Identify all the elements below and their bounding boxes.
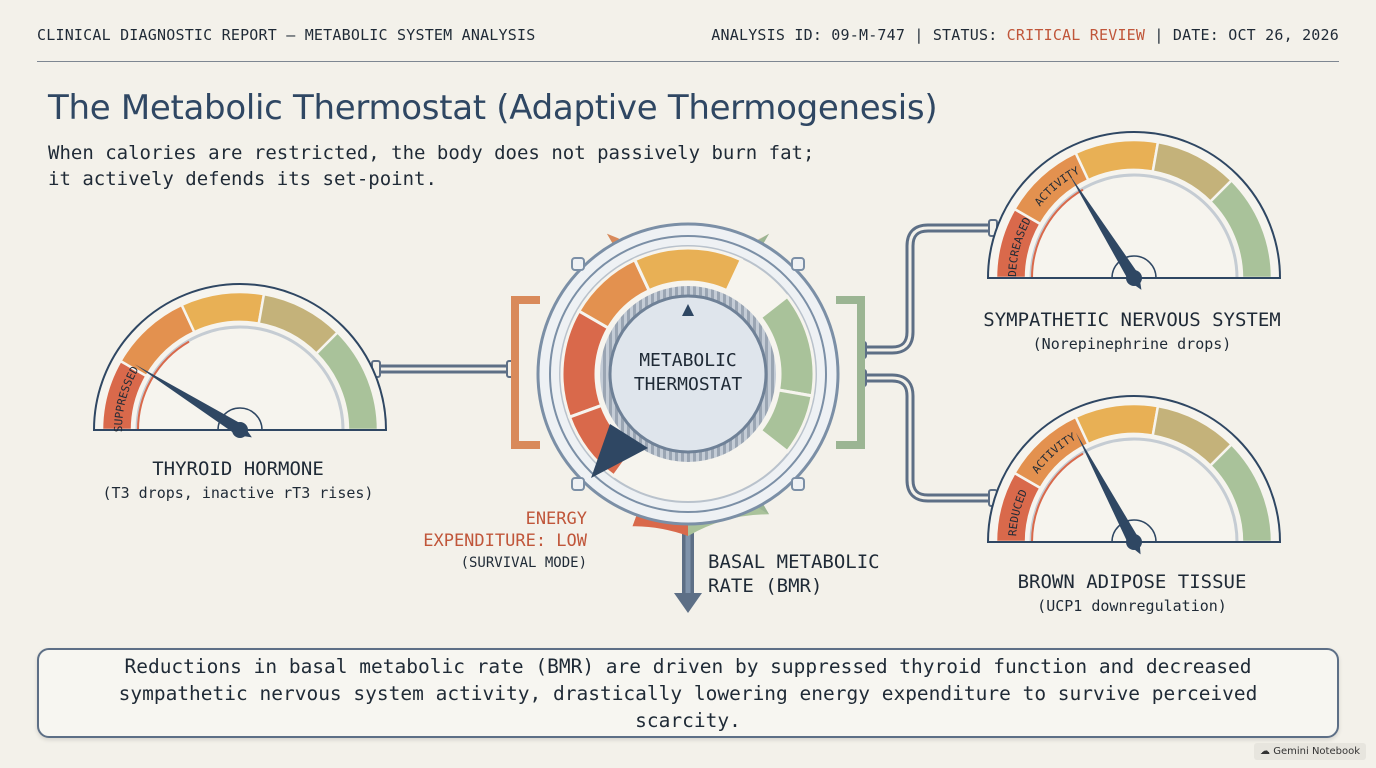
page-subtitle: When calories are restricted, the body d… [48,140,814,192]
brown-adipose-title: BROWN ADIPOSE TISSUE [1017,571,1247,593]
pipe-sympathetic [857,223,997,355]
dial-scale-segment-5 [758,388,814,454]
gauge-needle [1068,172,1142,290]
energy-line-1: ENERGY [525,509,587,529]
thyroid-subtitle: (T3 drops, inactive rT3 rises) [102,484,374,502]
status-badge: CRITICAL REVIEW [1006,26,1146,44]
summary-box: Reductions in basal metabolic rate (BMR)… [37,648,1339,738]
sympathetic-subtitle: (Norepinephrine drops) [1032,335,1232,353]
thyroid-label: THYROID HORMONE (T3 drops, inactive rT3 … [103,458,374,502]
energy-line-2: EXPENDITURE: LOW [423,531,587,551]
sympathetic-label: SYMPATHETIC NERVOUS SYSTEM (Norepinephri… [983,309,1280,353]
housing-ring [549,235,827,513]
gauge-inner-accent [137,340,190,431]
housing-clip-4 [791,477,805,491]
report-header-meta: ANALYSIS ID: 09-M-747 | STATUS: CRITICAL… [711,26,1339,44]
gauge-inner-accent [1031,452,1084,543]
bmr-label: BASAL METABOLIC RATE (BMR) [708,550,880,598]
watermark-text: Gemini Notebook [1273,746,1360,757]
brown-adipose-label: BROWN ADIPOSE TISSUE (UCP1 downregulatio… [1018,571,1247,615]
header-divider [37,61,1339,62]
dial-scale-segment-3 [632,246,744,293]
gauge-needle-hub [1126,270,1142,286]
gauge-needle [1075,432,1141,555]
gauge-inner-accent [1031,188,1084,279]
thermostat-label-line-2: THERMOSTAT [634,374,743,395]
pipe-brown [857,373,997,503]
sympathetic-title: SYMPATHETIC NERVOUS SYSTEM [983,309,1281,331]
thyroid-gauge: SUPPRESSED [92,283,388,438]
gauge-needle-hub [232,422,248,438]
metabolic-thermostat: METABOLIC THERMOSTAT [511,222,865,536]
housing-clip-3 [571,477,585,491]
thermostat-label-line-1: METABOLIC [639,350,737,371]
bmr-line-1: BASAL METABOLIC [708,551,880,573]
housing-clip-2 [791,257,805,271]
report-date: | DATE: OCT 26, 2026 [1145,26,1339,44]
page-title: The Metabolic Thermostat (Adaptive Therm… [48,88,938,128]
report-header-title: CLINICAL DIAGNOSTIC REPORT – METABOLIC S… [37,26,536,44]
thyroid-title: THYROID HORMONE [152,458,324,480]
report-header: CLINICAL DIAGNOSTIC REPORT – METABOLIC S… [37,26,1339,50]
gauge-needle-hub [1126,534,1142,550]
thermostat-knob [608,294,768,454]
watermark: ☁ Gemini Notebook [1254,743,1366,760]
bmr-line-2: RATE (BMR) [708,575,823,597]
subtitle-line-1: When calories are restricted, the body d… [48,142,815,164]
bmr-arrow [674,522,702,613]
subtitle-line-2: it actively defends its set-point. [48,168,437,190]
energy-expenditure-label: ENERGY EXPENDITURE: LOW (SURVIVAL MODE) [423,508,587,574]
summary-text: Reductions in basal metabolic rate (BMR)… [118,654,1258,732]
analysis-id: ANALYSIS ID: 09-M-747 | STATUS: [711,26,1007,44]
left-bracket [511,296,540,449]
housing-clip-1 [571,257,585,271]
knob-pointer [591,424,648,478]
cloud-icon: ☁ [1260,746,1271,757]
energy-line-3: (SURVIVAL MODE) [460,555,587,571]
knob-indicator-arrow [682,304,694,316]
right-bracket [836,296,865,449]
gauge-needle [134,364,252,438]
brown-adipose-subtitle: (UCP1 downregulation) [1037,597,1227,615]
